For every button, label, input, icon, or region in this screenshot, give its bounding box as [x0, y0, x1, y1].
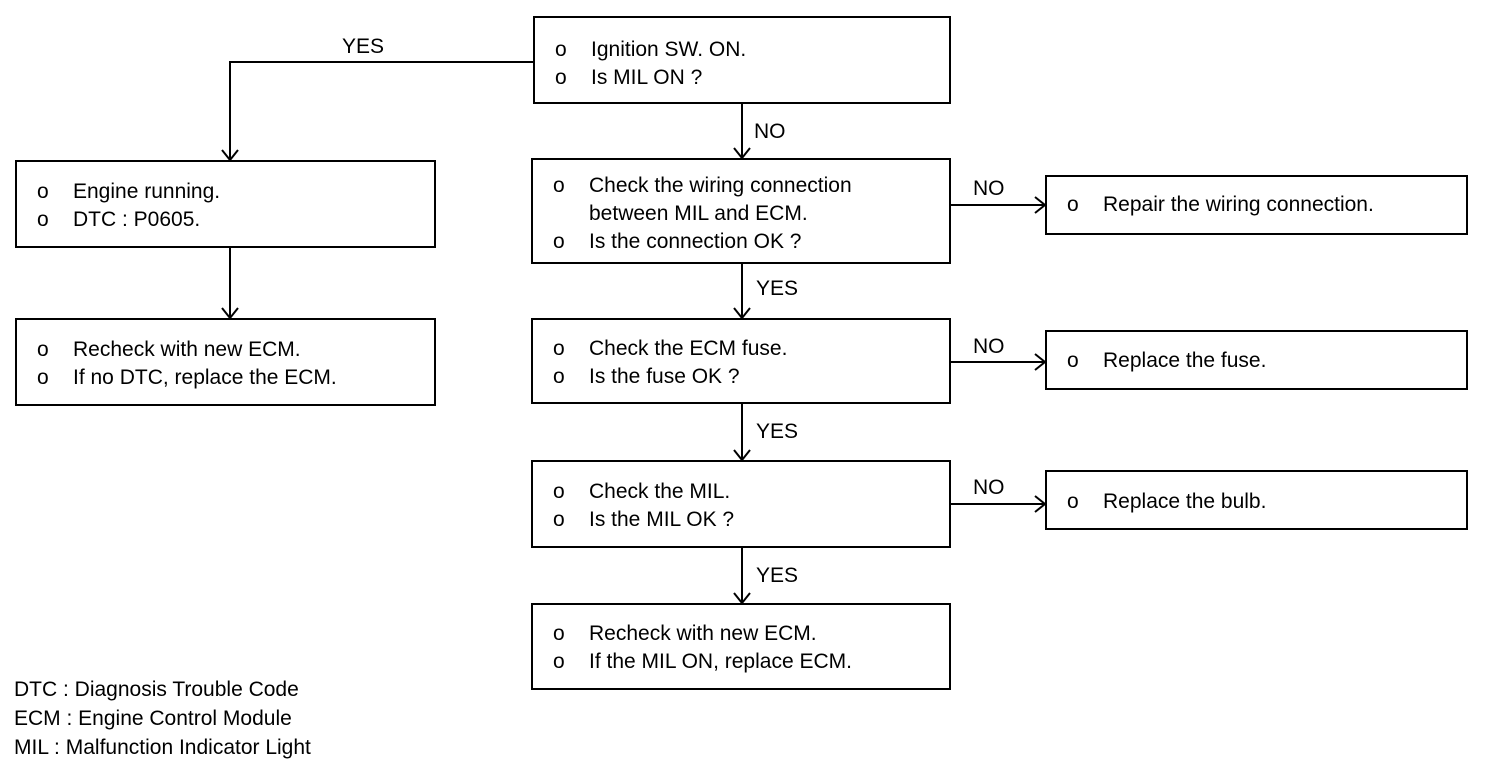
bullet: o — [553, 480, 565, 503]
legend-dtc: DTC : Diagnosis Trouble Code — [14, 678, 299, 701]
wiring-text-2: between MIL and ECM. — [589, 202, 808, 225]
bullet: o — [37, 180, 49, 203]
recheck-left-box: o Recheck with new ECM. o If no DTC, repla… — [15, 318, 436, 406]
wiring-text-1: Check the wiring connection — [589, 174, 852, 197]
bullet: o — [1067, 349, 1079, 372]
edge-label-wiring-no: NO — [973, 177, 1005, 200]
bullet: o — [37, 366, 49, 389]
recheck-final-text-2: If the MIL ON, replace ECM. — [589, 650, 852, 673]
bullet: o — [555, 66, 567, 89]
fuse-text-1: Check the ECM fuse. — [589, 337, 788, 360]
bullet: o — [555, 38, 567, 61]
edge-label-mil-no: NO — [973, 476, 1005, 499]
bullet: o — [1067, 490, 1079, 513]
ignition-text-2: Is MIL ON ? — [591, 66, 703, 89]
engine-text-1: Engine running. — [73, 180, 221, 203]
replace-bulb-text-1: Replace the bulb. — [1103, 490, 1267, 513]
bullet: o — [553, 174, 565, 197]
fuse-text-2: Is the fuse OK ? — [589, 365, 740, 388]
edge-label-fuse-yes: YES — [756, 420, 799, 443]
bullet: o — [37, 208, 49, 231]
mil-text-2: Is the MIL OK ? — [589, 508, 735, 531]
bullet: o — [553, 622, 565, 645]
bullet: o — [553, 365, 565, 388]
replace-fuse-box: o Replace the fuse. — [1045, 330, 1468, 390]
recheck-left-text-2: If no DTC, replace the ECM. — [73, 366, 337, 389]
edge-label-fuse-no: NO — [973, 335, 1005, 358]
bullet: o — [553, 337, 565, 360]
edge-label-wiring-yes: YES — [756, 277, 799, 300]
recheck-final-text-1: Recheck with new ECM. — [589, 622, 817, 645]
edge-label-ignition-yes: YES — [342, 35, 385, 58]
repair-text-1: Repair the wiring connection. — [1103, 193, 1374, 216]
wiring-text-3: Is the connection OK ? — [589, 230, 802, 253]
legend-mil: MIL : Malfunction Indicator Light — [14, 736, 311, 759]
wiring-box: o Check the wiring connection between MIL… — [531, 158, 951, 264]
bullet: o — [553, 230, 565, 253]
replace-fuse-text-1: Replace the fuse. — [1103, 349, 1267, 372]
mil-text-1: Check the MIL. — [589, 480, 731, 503]
recheck-left-text-1: Recheck with new ECM. — [73, 338, 301, 361]
legend-ecm: ECM : Engine Control Module — [14, 707, 292, 730]
repair-box: o Repair the wiring connection. — [1045, 175, 1468, 235]
ignition-box: o Ignition SW. ON. o Is MIL ON ? — [533, 16, 951, 104]
ignition-text-1: Ignition SW. ON. — [591, 38, 747, 61]
edge-ignition-yes — [229, 61, 533, 160]
fuse-box: o Check the ECM fuse. o Is the fuse OK ? — [531, 318, 951, 404]
edge-label-ignition-no: NO — [754, 120, 786, 143]
recheck-final-box: o Recheck with new ECM. o If the MIL ON, r… — [531, 603, 951, 690]
bullet: o — [1067, 193, 1079, 216]
edge-label-mil-yes: YES — [756, 564, 799, 587]
engine-text-2: DTC : P0605. — [73, 208, 201, 231]
bullet: o — [553, 650, 565, 673]
bullet: o — [553, 508, 565, 531]
mil-box: o Check the MIL. o Is the MIL OK ? — [531, 460, 951, 548]
replace-bulb-box: o Replace the bulb. — [1045, 470, 1468, 530]
bullet: o — [37, 338, 49, 361]
